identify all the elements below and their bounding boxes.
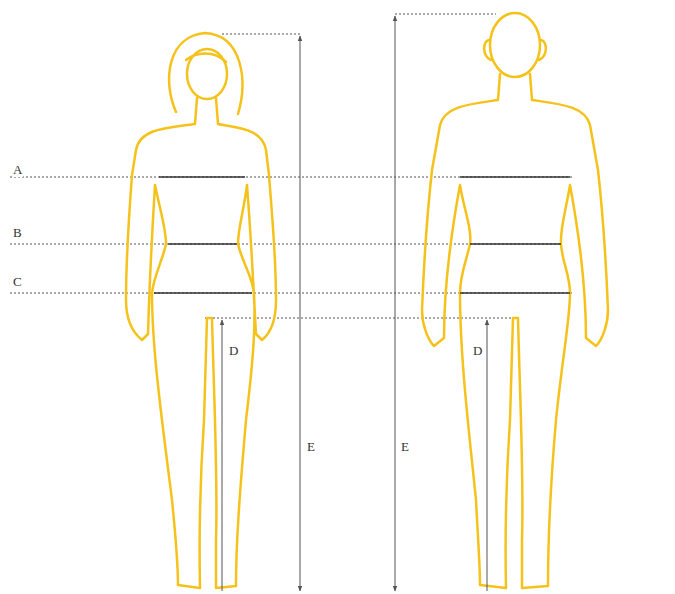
dimension-letter: D: [228, 343, 239, 358]
dimension-letter: C: [12, 274, 23, 289]
measure-bars: [154, 177, 570, 293]
guide-lines: [10, 14, 572, 318]
dimension-letter: D: [472, 343, 483, 358]
dimension-letter: A: [12, 162, 23, 177]
dimension-letter: B: [12, 225, 23, 240]
figures: [126, 13, 608, 588]
height-arrows: [222, 16, 487, 591]
dimension-letter: E: [306, 439, 316, 454]
dimension-letter: E: [400, 439, 410, 454]
